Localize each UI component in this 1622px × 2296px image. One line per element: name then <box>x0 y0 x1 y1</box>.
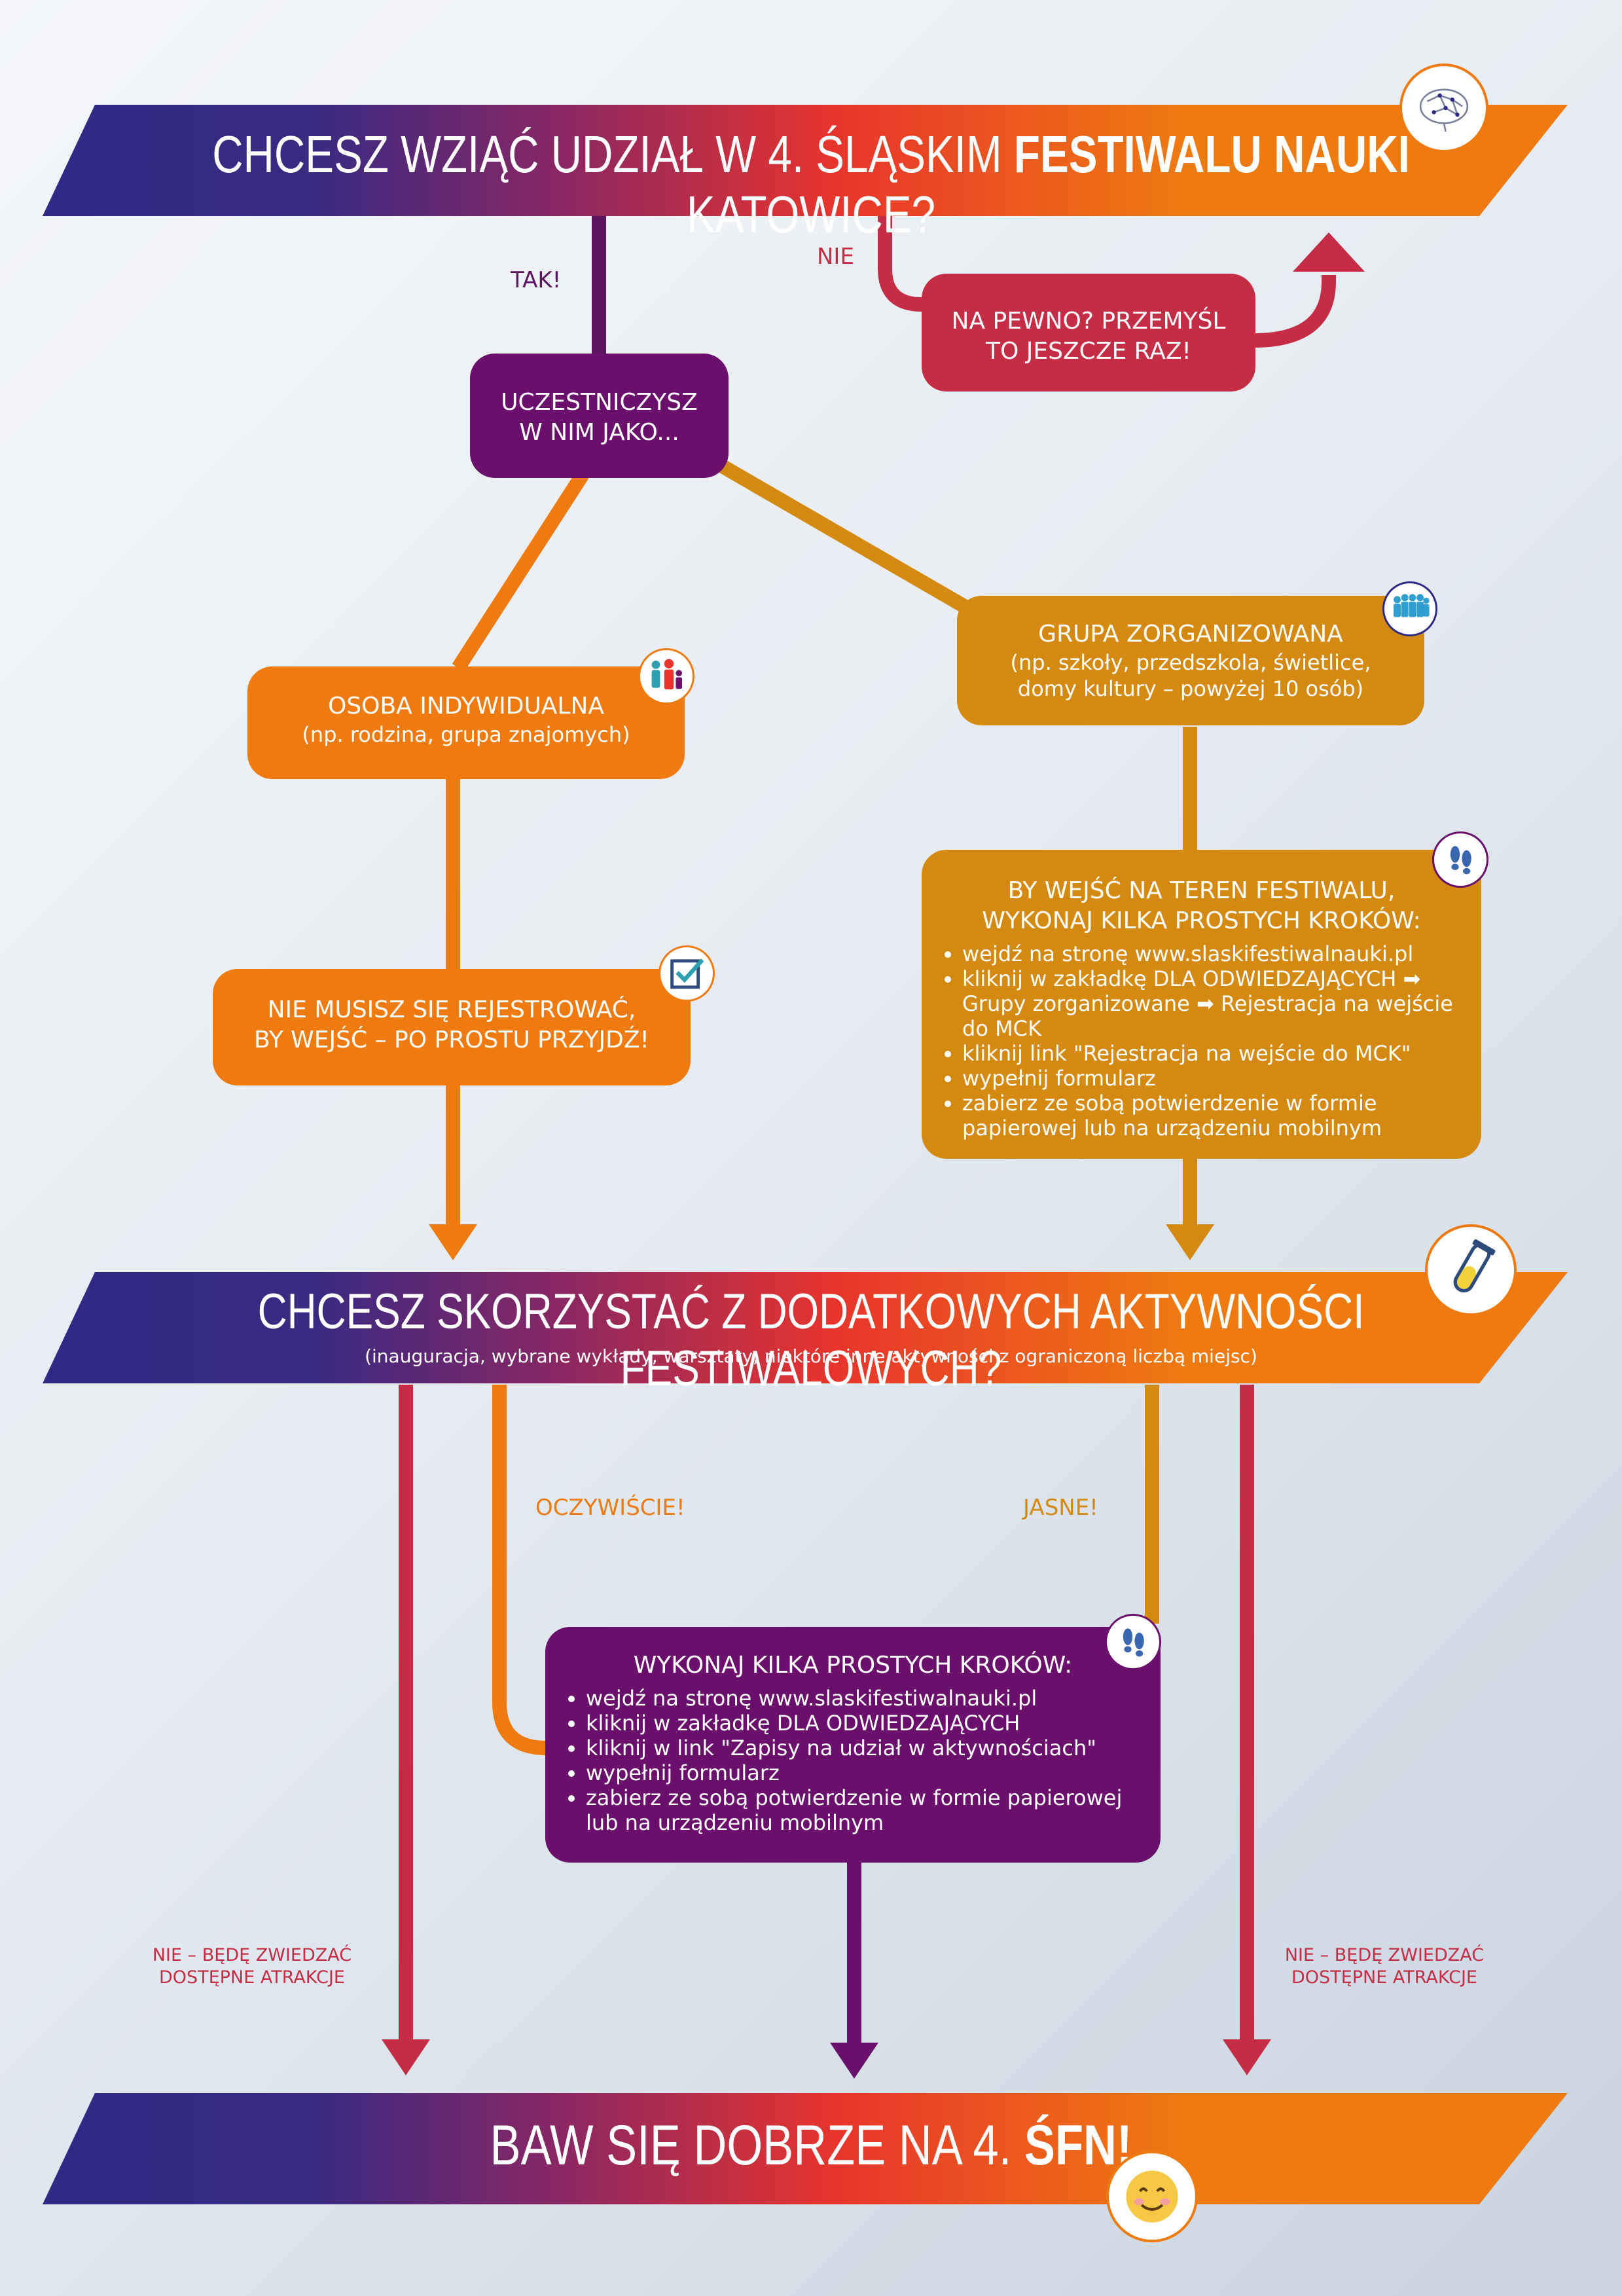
brain-icon <box>1399 64 1488 153</box>
step-item: wypełnij formularz <box>962 1066 1481 1091</box>
checkbox-icon <box>658 945 715 1002</box>
connector-retry <box>1253 275 1336 348</box>
arrowhead-nie-right <box>1223 2039 1271 2075</box>
step-item: kliknij w link "Zapisy na udział w aktyw… <box>586 1736 1161 1760</box>
label-tak: TAK! <box>511 267 562 293</box>
footsteps-icon <box>1432 831 1488 888</box>
crowd-icon <box>1382 581 1437 636</box>
step-item: kliknij w zakładkę DLA ODWIEDZAJĄCYCH <box>586 1711 1161 1736</box>
step-item: wejdź na stronę www.slaskifestiwalnauki.… <box>586 1686 1161 1711</box>
box-by-wejsc: BY WEJŚĆ NA TEREN FESTIWALU,WYKONAJ KILK… <box>922 850 1481 1159</box>
arrowhead-nie-left <box>382 2039 430 2075</box>
family-icon <box>638 648 694 704</box>
banner-top-title: CHCESZ WZIĄĆ UDZIAŁ W 4. ŚLĄSKIM FESTIWA… <box>212 125 1410 244</box>
banner-top <box>43 105 1568 216</box>
banner-middle-title: CHCESZ SKORZYSTAĆ Z DODATKOWYCH AKTYWNOŚ… <box>257 1284 1365 1396</box>
connector-nie <box>878 216 929 312</box>
step-item: zabierz ze sobą potwierdzenie w formie p… <box>962 1091 1481 1140</box>
banner-bottom-title: BAW SIĘ DOBRZE NA 4. ŚFN! <box>490 2114 1132 2177</box>
banner-middle-subtitle: (inauguracja, wybrane wykłady, warsztaty… <box>365 1345 1257 1367</box>
arrowhead-osoba <box>429 1224 477 1260</box>
connector-oczywiscie <box>492 1385 547 1755</box>
wykonaj-steps: wejdź na stronę www.slaskifestiwalnauki.… <box>545 1686 1161 1835</box>
arrowhead-wykonaj <box>830 2043 878 2079</box>
step-item: zabierz ze sobą potwierdzenie w formie p… <box>586 1785 1161 1835</box>
step-item: wejdź na stronę www.slaskifestiwalnauki.… <box>962 941 1481 966</box>
connector-to-osoba <box>452 471 589 672</box>
footsteps-icon <box>1105 1614 1161 1670</box>
step-item: wypełnij formularz <box>586 1760 1161 1785</box>
box-osoba-indywidualna: OSOBA INDYWIDUALNA(np. rodzina, grupa zn… <box>247 666 685 779</box>
test-tube-icon <box>1425 1224 1517 1316</box>
arrowhead-retry <box>1293 232 1365 272</box>
box-nie-musisz: NIE MUSISZ SIĘ REJESTROWAĆ,BY WEJŚĆ – PO… <box>213 969 691 1085</box>
smiley-icon <box>1106 2151 1198 2242</box>
by-wejsc-steps: wejdź na stronę www.slaskifestiwalnauki.… <box>922 941 1481 1140</box>
box-wykonaj: WYKONAJ KILKA PROSTYCH KROKÓW: wejdź na … <box>545 1627 1161 1863</box>
step-item: kliknij w zakładkę DLA ODWIEDZAJĄCYCH ➡ … <box>962 966 1481 1041</box>
banner-middle <box>43 1272 1568 1383</box>
label-jasne: JASNE! <box>1023 1495 1098 1521</box>
step-item: kliknij link "Rejestracja na wejście do … <box>962 1041 1481 1066</box>
arrowhead-grupa <box>1166 1224 1214 1260</box>
connector-to-grupa <box>716 458 973 615</box>
label-nie: NIE <box>817 244 854 270</box>
box-grupa-zorganizowana: GRUPA ZORGANIZOWANA(np. szkoły, przedszk… <box>957 596 1424 725</box>
label-oczywiscie: OCZYWIŚCIE! <box>535 1495 685 1521</box>
